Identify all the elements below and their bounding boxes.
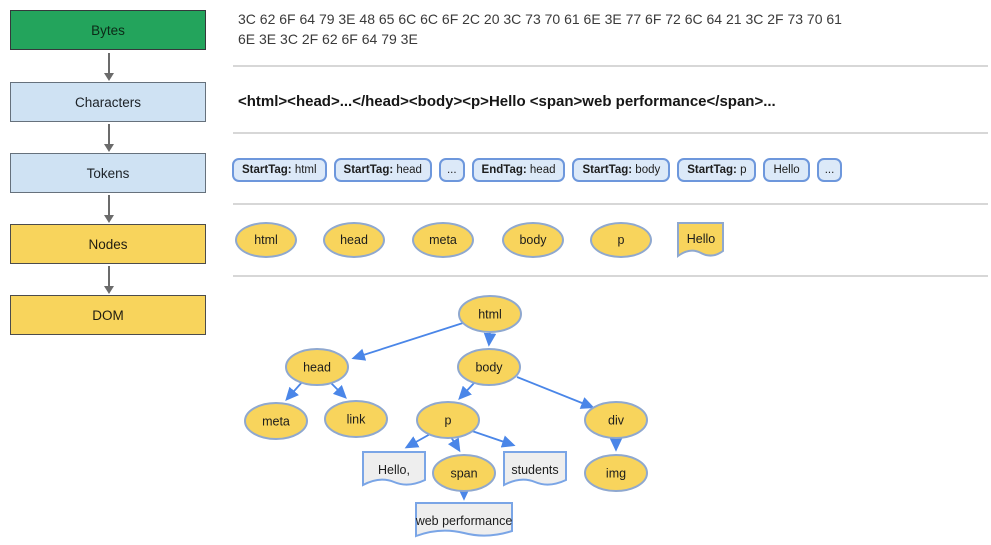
tree-text-hello <box>362 451 426 487</box>
edge-html-body <box>483 332 497 347</box>
token-value: ... <box>446 164 457 176</box>
stage-dom: DOM <box>10 295 206 335</box>
token-starttag-html: StartTag: html <box>232 158 327 182</box>
token-kind: StartTag: <box>582 164 633 176</box>
node-p: p <box>590 222 652 258</box>
tree-text-students <box>503 451 567 487</box>
tree-node-div-label: div <box>608 414 625 428</box>
document-shape <box>677 222 724 258</box>
tree-node-div: div <box>584 401 648 439</box>
token-value: head <box>393 164 422 176</box>
stage-tokens: Tokens <box>10 153 206 193</box>
tree-node-meta-label: meta <box>262 415 290 429</box>
token-value: ... <box>824 164 835 176</box>
token-value: body <box>632 164 661 176</box>
node-meta: meta <box>412 222 474 258</box>
tree-node-body-label: body <box>475 361 503 375</box>
tree-node-span: span <box>432 454 496 492</box>
down-arrow-icon <box>100 53 117 81</box>
tree-node-html-label: html <box>478 308 502 322</box>
node-body: body <box>502 222 564 258</box>
tree-node-head: head <box>285 348 349 386</box>
tree-node-head-label: head <box>303 361 331 375</box>
edge-p-students <box>471 430 516 448</box>
token-text-hello: Hello <box>763 158 810 182</box>
characters-markup-text: <html><head>...</head><body><p>Hello <sp… <box>238 93 776 110</box>
tree-node-p-label: p <box>445 414 452 428</box>
tokens-row: StartTag: html StartTag: head ... EndTag… <box>232 158 843 182</box>
stage-bytes: Bytes <box>10 10 206 50</box>
token-kind: StartTag: <box>242 164 292 176</box>
bytes-hex-text: 3C 62 6F 64 79 3E 48 65 6C 6C 6F 2C 20 3… <box>238 10 985 49</box>
tree-node-p: p <box>416 401 480 439</box>
tree-text-hello-label: Hello, <box>378 463 410 477</box>
edge-html-head <box>351 322 464 361</box>
row-divider <box>233 203 988 205</box>
row-divider <box>233 275 988 277</box>
token-value: html <box>291 164 317 176</box>
edge-p-span <box>447 436 461 453</box>
token-starttag-head: StartTag: head <box>333 158 432 182</box>
token-value: p <box>736 164 747 176</box>
stage-characters: Characters <box>10 82 206 122</box>
dom-tree: html head body meta link p div span <box>244 295 648 538</box>
tree-node-img: img <box>584 454 648 492</box>
down-arrow-icon <box>100 266 117 294</box>
token-ellipsis: ... <box>816 158 843 182</box>
edge-head-link <box>329 381 347 399</box>
token-starttag-body: StartTag: body <box>572 158 671 182</box>
edge-body-div <box>516 376 595 409</box>
tree-text-webperf <box>415 502 513 538</box>
edge-head-meta <box>285 380 304 402</box>
tree-text-webperf-label: web performance <box>415 514 513 528</box>
tree-node-html: html <box>458 295 522 333</box>
node-text-hello-label: Hello <box>687 232 716 246</box>
row-divider <box>233 65 988 67</box>
token-kind: StartTag: <box>343 164 394 176</box>
token-ellipsis: ... <box>438 158 465 182</box>
down-arrow-icon <box>100 124 117 152</box>
tree-node-img-label: img <box>606 467 626 481</box>
pipeline-detail-panel: 3C 62 6F 64 79 3E 48 65 6C 6C 6F 2C 20 3… <box>230 0 991 545</box>
bytes-hex-line1: 3C 62 6F 64 79 3E 48 65 6C 6C 6F 2C 20 3… <box>238 11 842 27</box>
node-text-hello: Hello <box>677 222 724 258</box>
bytes-hex-line2: 6E 3E 3C 2F 62 6F 64 79 3E <box>238 30 418 47</box>
token-value: head <box>526 164 556 176</box>
row-divider <box>233 132 988 134</box>
token-kind: EndTag: <box>481 164 527 176</box>
node-html: html <box>235 222 297 258</box>
stage-nodes: Nodes <box>10 224 206 264</box>
token-value: Hello <box>773 164 800 176</box>
edge-p-hello <box>404 432 433 449</box>
token-kind: StartTag: <box>687 164 737 176</box>
token-starttag-p: StartTag: p <box>677 158 757 182</box>
tree-node-span-label: span <box>450 467 477 481</box>
tree-node-link: link <box>324 400 388 438</box>
edge-body-p <box>458 381 476 400</box>
tree-node-meta: meta <box>244 402 308 440</box>
tree-node-link-label: link <box>347 413 367 427</box>
down-arrow-icon <box>100 195 117 223</box>
node-head: head <box>323 222 385 258</box>
tree-text-students-label: students <box>511 463 558 477</box>
tree-node-body: body <box>457 348 521 386</box>
token-endtag-head: EndTag: head <box>471 158 566 182</box>
